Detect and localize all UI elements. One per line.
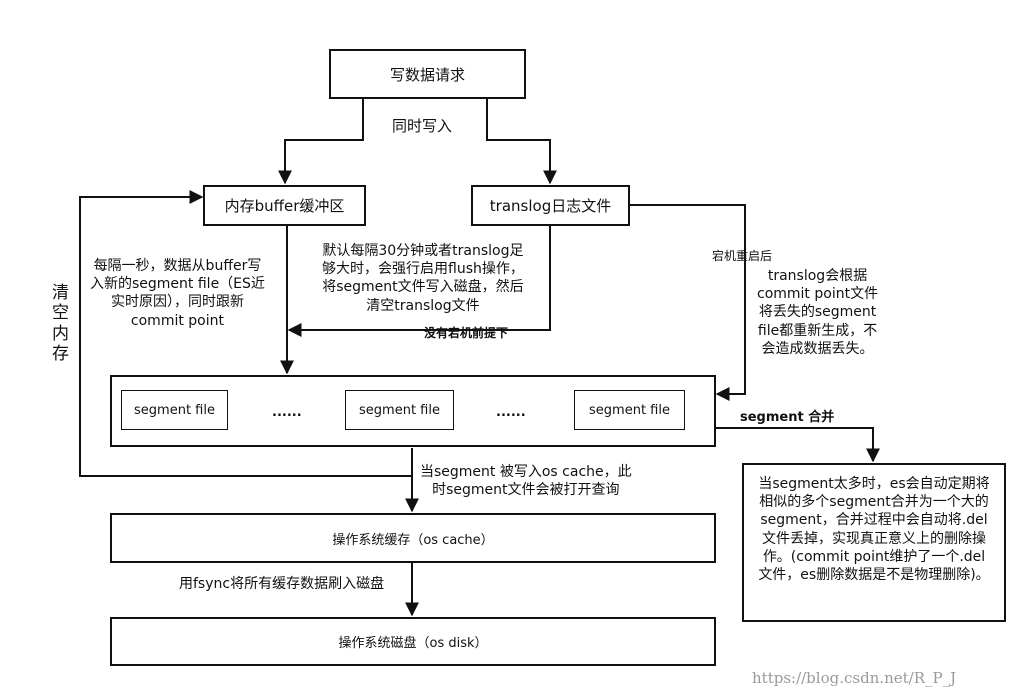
no-crash-label: 没有宕机前提下: [424, 326, 509, 340]
write-request-node: 写数据请求: [329, 49, 526, 99]
segment-file-label: segment file: [589, 402, 670, 418]
os-cache-node: 操作系统缓存（os cache）: [110, 513, 716, 563]
os-cache-label: 操作系统缓存（os cache）: [332, 532, 494, 548]
clear-memory-label: 清 空 内 存: [52, 283, 69, 365]
arrow-request-to-translog: [486, 99, 557, 185]
arrow-segment-merge: [714, 427, 880, 463]
segment-file-node: segment file: [121, 390, 228, 430]
write-simultaneously-label: 同时写入: [392, 117, 453, 135]
crash-restart-label: 宕机重启后: [712, 249, 773, 263]
merge-note-text: 当segment太多时，es会自动定期将相似的多个segment合并为一个大的s…: [758, 476, 990, 583]
translog-recover-note: translog会根据 commit point文件 将丢失的segment f…: [757, 268, 879, 357]
ellipsis: ......: [496, 405, 526, 420]
memory-buffer-label: 内存buffer缓冲区: [224, 197, 345, 215]
translog-file-label: translog日志文件: [489, 197, 612, 215]
segment-file-label: segment file: [359, 402, 440, 418]
segment-file-node: segment file: [574, 390, 685, 430]
memory-buffer-node: 内存buffer缓冲区: [203, 185, 366, 226]
buffer-to-segment-note: 每隔一秒，数据从buffer写 入新的segment file（ES近 实时原因…: [90, 258, 265, 329]
segment-file-label: segment file: [134, 402, 215, 418]
translog-file-node: translog日志文件: [471, 185, 630, 226]
segment-file-node: segment file: [345, 390, 454, 430]
segment-merge-label: segment 合并: [740, 410, 835, 425]
os-cache-note: 当segment 被写入os cache，此 时segment文件会被打开查询: [420, 464, 632, 499]
flush-note: 默认每隔30分钟或者translog足 够大时，会强行启用flush操作， 将s…: [322, 243, 524, 314]
fsync-note: 用fsync将所有缓存数据刷入磁盘: [179, 576, 385, 592]
os-disk-node: 操作系统磁盘（os disk）: [110, 617, 716, 666]
arrow-translog-flush: [287, 226, 551, 337]
arrow-translog-recover: [630, 204, 746, 401]
arrow-request-to-buffer: [278, 99, 364, 185]
merge-note-node: 当segment太多时，es会自动定期将相似的多个segment合并为一个大的s…: [742, 463, 1006, 622]
os-disk-label: 操作系统磁盘（os disk）: [338, 636, 488, 651]
watermark: https://blog.csdn.net/R_P_J: [752, 669, 957, 687]
ellipsis: ......: [272, 405, 302, 420]
write-request-label: 写数据请求: [389, 65, 465, 84]
